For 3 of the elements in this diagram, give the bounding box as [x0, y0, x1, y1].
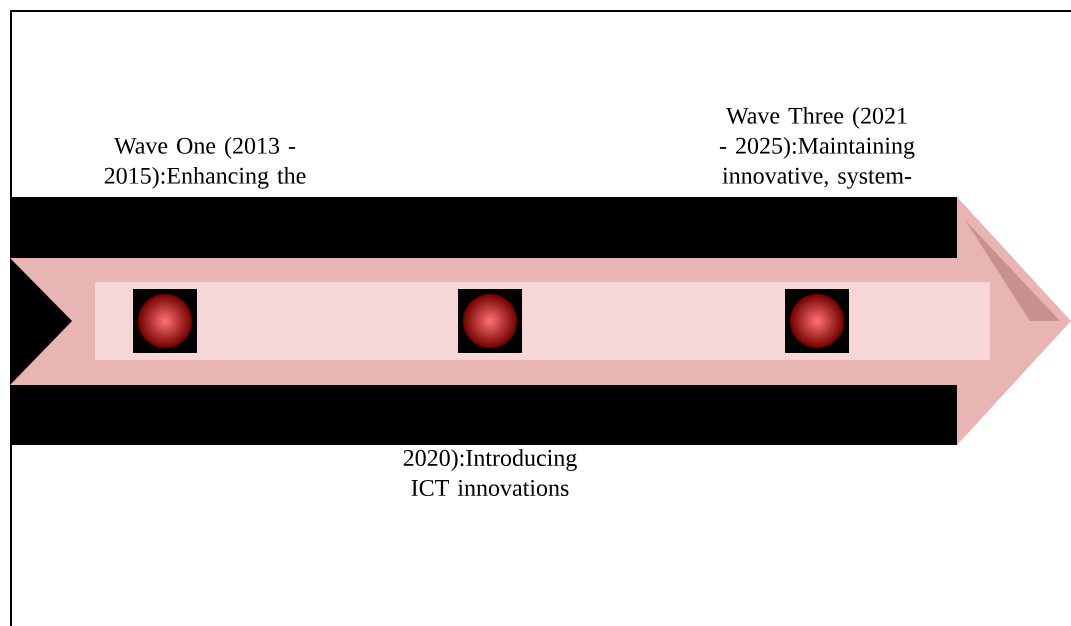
wave-label: Wave Three (2021 - 2025):Maintaining innovative, system- — [719, 106, 915, 189]
wave-label: 2020):Introducing ICT innovations — [403, 449, 577, 497]
wave-label: Wave One (2013 - 2015):Enhancing the — [104, 136, 306, 189]
